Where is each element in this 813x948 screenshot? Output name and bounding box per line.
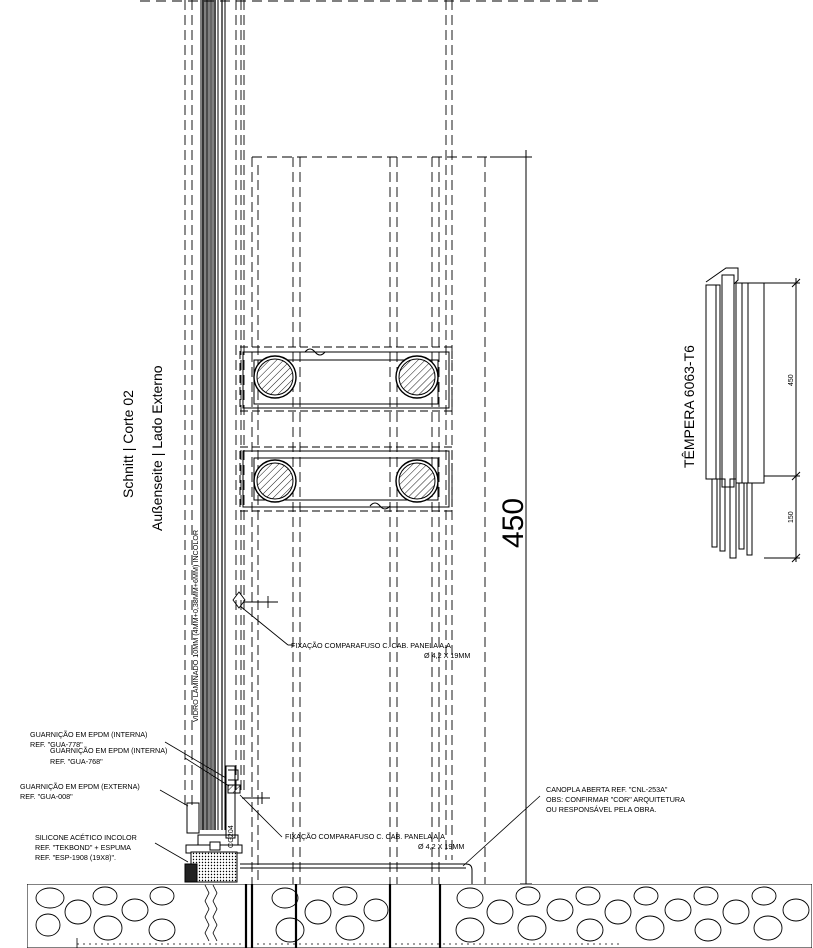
tube-profiles <box>239 346 453 512</box>
dashed-profile-lines <box>184 0 526 948</box>
glass-label: VIDRO LAMINADO 10MM (4MM+0,38MM+6MM) INC… <box>191 530 200 722</box>
side-dim-upper: 450 <box>788 374 795 386</box>
laminated-glass <box>200 0 226 830</box>
side-dim-lower: 150 <box>788 511 795 523</box>
fix2-line1: FIXAÇÃO COMPARAFUSO C. CAB. PANELA A.A <box>285 832 445 841</box>
section-title-line2: Außenseite | Lado Externo <box>149 365 165 531</box>
silicone-line1: SILICONE ACÉTICO INCOLOR <box>35 833 137 842</box>
fix2-line2: Ø 4,2 X 19MM <box>418 842 464 851</box>
gasket-int2-line2: REF. "GUA-768" <box>50 757 103 766</box>
screw-fixation-1 <box>232 591 292 646</box>
gasket-int1-line2: REF. "GUA-778" <box>30 740 83 749</box>
gasket-int1-line1: GUARNIÇÃO EM EPDM (INTERNA) <box>30 730 147 739</box>
profile-code: CG204 <box>226 825 235 848</box>
temper-label: TÊMPERA 6063-T6 <box>681 345 697 468</box>
canopla-line3: OU RESPONSÁVEL PELA OBRA. <box>546 805 656 814</box>
round-bar <box>395 459 439 503</box>
gasket-ext-line1: GUARNIÇÃO EM EPDM (EXTERNA) <box>20 782 140 791</box>
side-profile-elevation <box>705 267 801 563</box>
round-bar <box>395 355 439 399</box>
fix1-line1: FIXAÇÃO COMPARAFUSO C. CAB. PANELA A.A <box>291 641 451 650</box>
round-bar <box>253 355 297 399</box>
gasket-int2-line1: GUARNIÇÃO EM EPDM (INTERNA) <box>50 746 167 755</box>
gasket-ext-line2: REF. "GUA-008" <box>20 792 73 801</box>
silicone-line2: REF. "TEKBOND" + ESPUMA <box>35 843 131 852</box>
round-bar <box>253 459 297 503</box>
canopla-line2: OBS: CONFIRMAR "COR" ARQUITETURA <box>546 795 685 804</box>
silicone-line3: REF. "ESP-1908 (19X8)". <box>35 853 116 862</box>
dimension-main-value: 450 <box>497 498 530 548</box>
canopla-line1: CANOPLA ABERTA REF. "CNL-253A" <box>546 785 668 794</box>
fix1-line2: Ø 4,2 X 19MM <box>424 651 470 660</box>
gasket-leaders <box>154 741 541 867</box>
bottom-profile <box>184 765 473 884</box>
section-title-line1: Schnitt | Corte 02 <box>120 390 136 498</box>
concrete-floor <box>27 884 812 948</box>
